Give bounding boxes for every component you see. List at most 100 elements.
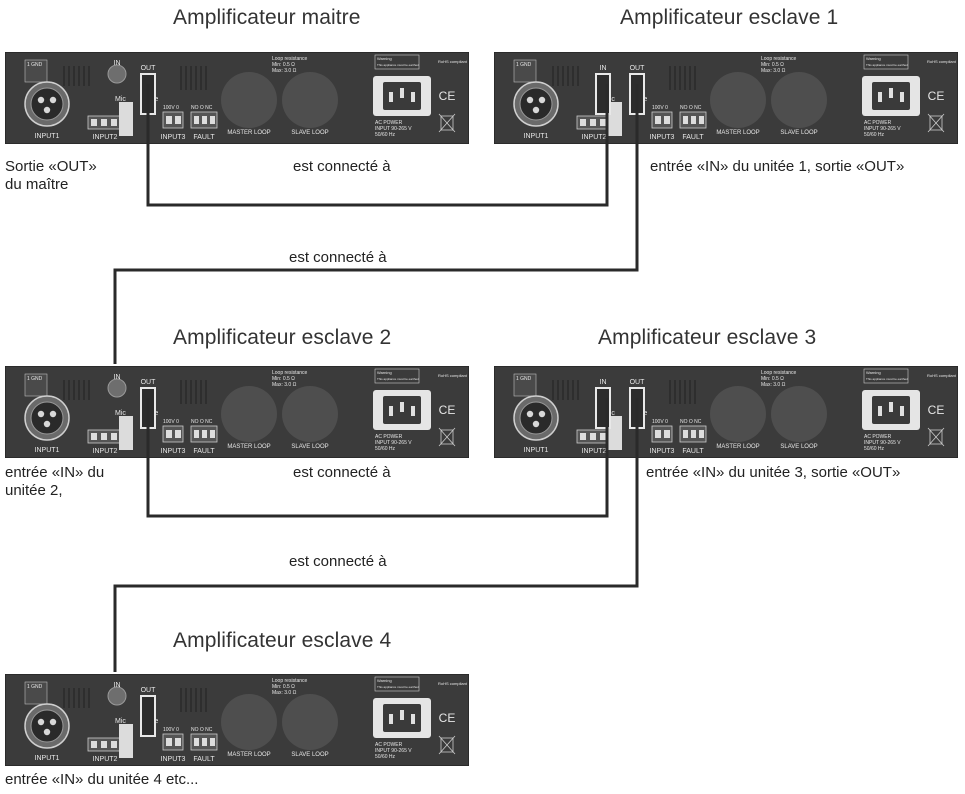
slave-loop-icon [282,72,338,128]
loop-max-label: Max: 3.0 Ω [761,382,786,388]
input3-label: INPUT3 [650,134,675,141]
vent-slot [567,66,569,86]
slave-loop-icon [282,386,338,442]
warning-label: Warning [377,678,392,683]
warning-sub-label: This appliance must be earthed [377,685,419,689]
vent-slot [562,380,564,400]
out-connector [629,387,645,429]
vent-slot [185,66,187,90]
vent-slot [63,66,65,86]
gnd-terminal-block [513,373,537,397]
master-loop-icon [221,72,277,128]
vent-slot [562,66,564,86]
vent-slot [88,380,90,400]
out-label: OUT [630,65,646,72]
line100-label: 100V 0 [652,419,668,425]
gnd-label: 1 GND [516,376,532,382]
vent-slot [73,380,75,400]
amp-master-title: Amplificateur maitre [173,6,361,29]
ac-freq-label: 50/60 Hz [864,446,885,452]
warning-box [374,368,420,384]
amp-slave4-title: Amplificateur esclave 4 [173,629,392,652]
input3-label: INPUT3 [161,134,186,141]
vent-slot [63,688,65,708]
fault-label: FAULT [193,448,215,455]
line100-label: 100V 0 [163,105,179,111]
slave-loop-label: SLAVE LOOP [780,444,817,450]
ac-power-label: AC POWER [864,434,892,440]
amp-slave1-title: Amplificateur esclave 1 [620,6,839,29]
ac-freq-label: 50/60 Hz [864,132,885,138]
fault-terms-label: NO O NC [680,419,702,425]
vent-slot [88,66,90,86]
vent-slot [63,380,65,400]
in-label: IN [114,60,121,67]
in-socket-icon [107,378,127,398]
in-connector [595,387,611,429]
weee-bin-icon [440,737,454,753]
vent-slot [552,66,554,86]
input2-label: INPUT2 [582,134,607,141]
line100-label: 100V 0 [652,105,668,111]
vent-slot [674,380,676,404]
loop-min-label: Min: 0.5 Ω [272,62,295,68]
vent-slot [689,380,691,404]
warning-sub-label: This appliance must be earthed [377,63,419,67]
vent-slot [83,66,85,86]
mic-line-switch [119,416,133,450]
loop-min-label: Min: 0.5 Ω [761,62,784,68]
vent-slot [195,380,197,404]
vent-slot [190,380,192,404]
vent-slot [195,688,197,712]
line100-label: 100V 0 [163,727,179,733]
ce-mark-icon: CE [928,403,945,417]
input2-label: INPUT2 [93,134,118,141]
master-loop-label: MASTER LOOP [227,444,270,450]
vent-slot [205,66,207,90]
master-loop-label: MASTER LOOP [227,130,270,136]
caption-connected-1: est connecté à [293,158,391,175]
caption-master-out-line2: du maître [5,176,69,193]
warning-sub-label: This appliance must be earthed [377,377,419,381]
in-label: IN [600,65,607,72]
fault-label: FAULT [682,134,704,141]
vent-slot [552,380,554,400]
caption-unit2-line1: entrée «IN» du [5,464,105,481]
fault-terms-label: NO O NC [191,105,213,111]
warning-sub-label: This appliance must be earthed [866,63,908,67]
caption-connected-3: est connecté à [293,464,391,481]
vent-slot [78,66,80,86]
caption-connected-4: est connecté à [289,553,387,570]
slave-loop-icon [282,694,338,750]
input2-label: INPUT2 [582,448,607,455]
vent-slot [689,66,691,90]
master-loop-label: MASTER LOOP [227,752,270,758]
ce-mark-icon: CE [928,89,945,103]
warning-label: Warning [866,370,881,375]
input1-label: INPUT1 [35,755,60,762]
loop-resistance-title: Loop resistance [272,678,308,684]
slave-loop-label: SLAVE LOOP [291,444,328,450]
in-label: IN [114,682,121,689]
vent-slot [557,66,559,86]
vent-slot [78,380,80,400]
vent-slot [200,380,202,404]
caption-master-out-line1: Sortie «OUT» [5,158,97,175]
gnd-label: 1 GND [516,62,532,68]
vent-slot [684,380,686,404]
warning-label: Warning [377,56,392,61]
ce-mark-icon: CE [439,89,456,103]
fault-terms-label: NO O NC [191,727,213,733]
out-connector [140,73,156,115]
gnd-terminal-block [513,59,537,83]
input3-label: INPUT3 [650,448,675,455]
ac-freq-label: 50/60 Hz [375,754,396,760]
vent-slot [679,66,681,90]
vent-slot [190,688,192,712]
caption-unit3: entrée «IN» du unitée 3, sortie «OUT» [646,464,901,481]
warning-box [863,368,909,384]
vent-slot [68,380,70,400]
